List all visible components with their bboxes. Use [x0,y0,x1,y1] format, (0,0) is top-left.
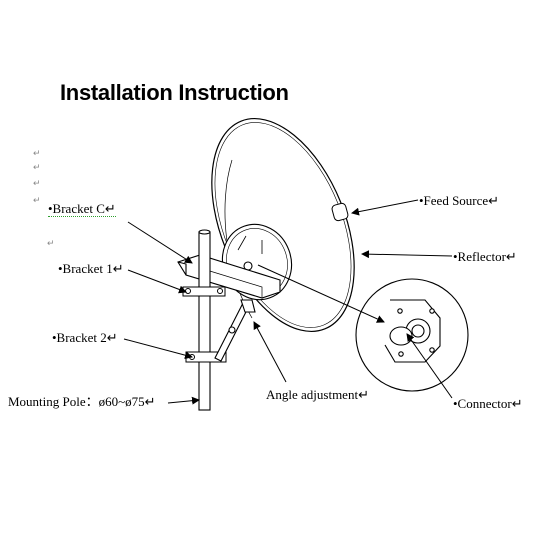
bracket-1 [182,286,226,297]
paragraph-mark: ↵ [33,195,41,205]
page-title: Installation Instruction [60,80,289,105]
paragraph-mark: ↵ [33,178,41,188]
feed-source [331,202,349,222]
arrow-angle-adjustment [253,321,287,383]
arrow-bracket-2 [123,338,193,360]
paragraph-mark: ↵ [47,238,55,248]
arrow-feed-source [351,199,419,216]
mounting-pole [198,229,211,411]
paragraph-mark: ↵ [33,162,41,172]
arrow-connector [406,333,453,399]
angle-adjustment-rod [214,299,256,362]
leader-arrows [123,199,453,405]
arrow-mounting-pole [167,396,200,405]
paragraph-mark: ↵ [33,148,41,158]
arrow-reflector [361,250,453,259]
connector-detail [355,278,469,392]
label-bracket-2: •Bracket 2↵ [52,330,118,345]
label-bracket-1: •Bracket 1↵ [58,261,124,276]
reflector-dish [211,117,355,333]
label-angle-adjustment: Angle adjustment↵ [266,387,369,402]
label-reflector: •Reflector↵ [453,249,517,264]
label-bracket-c: •Bracket C↵ [48,201,116,217]
arrow-bracket-1 [127,269,187,294]
arrow-bracket-c [127,221,193,264]
label-feed-source: •Feed Source↵ [419,193,500,208]
label-connector: •Connector↵ [453,396,523,411]
arrow-connector-to-plate [257,264,385,323]
label-mounting-pole: Mounting Pole：ø60~ø75↵ [8,394,156,409]
